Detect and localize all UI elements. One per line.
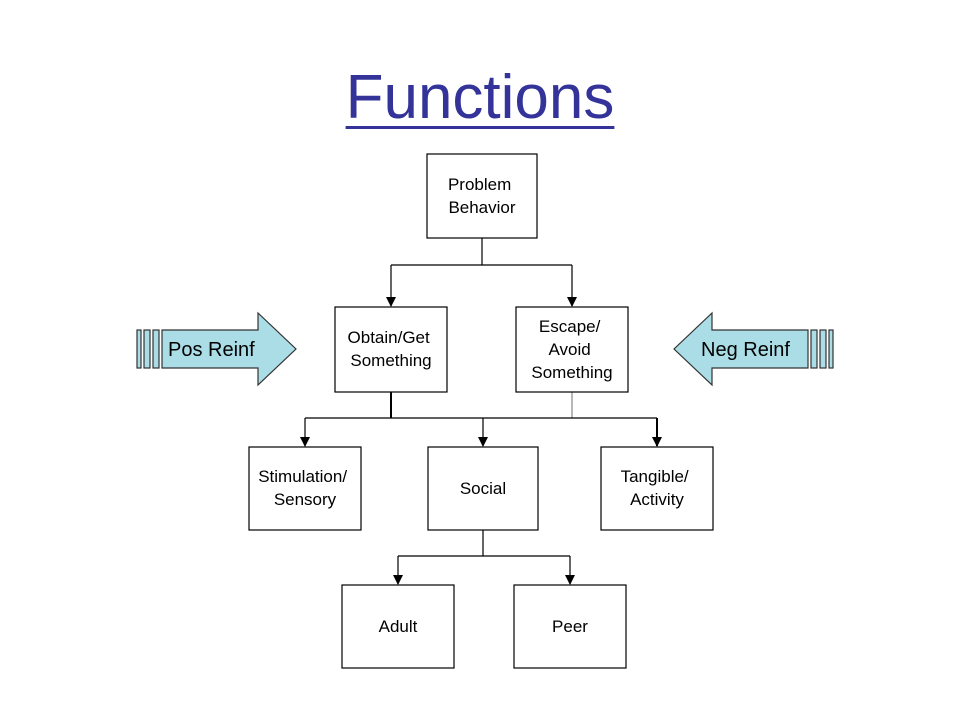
page-title: Functions: [345, 63, 615, 132]
svg-text:Obtain/Get Something: Obtain/Get Something: [348, 328, 435, 370]
pos-reinf-label: Pos Reinf: [168, 339, 255, 361]
problem-behavior-line-1: Problem: [448, 175, 511, 194]
tangible-line-2: Activity: [630, 490, 684, 509]
svg-text:Escape/ Avoid Some: Escape/ Avoid Something: [531, 317, 612, 382]
escape-line-2: Avoid: [549, 340, 591, 359]
box-peer: Peer: [513, 584, 627, 669]
neg-reinf-label: Neg Reinf: [701, 339, 790, 361]
adult-label: Adult: [379, 617, 418, 636]
problem-behavior-line-2: Behavior: [448, 198, 515, 217]
svg-text:Adult: Adult: [379, 617, 418, 636]
box-escape-avoid-something: Escape/ Avoid Something: [515, 306, 629, 393]
pos-reinf-stripe-2: [143, 329, 151, 369]
svg-text:Peer: Peer: [552, 617, 588, 636]
neg-reinf-stripe-2: [819, 329, 827, 369]
svg-text:Problem Behavior: Problem Behavior: [448, 175, 516, 217]
pos-reinf-arrow: Pos Reinf: [136, 311, 297, 387]
stimulation-line-2: Sensory: [274, 490, 337, 509]
pos-reinf-stripe-3: [152, 329, 160, 369]
svg-text:Stimulation/ Sensory: Stimulation/ Sensory: [258, 467, 352, 509]
box-obtain-something: Obtain/Get Something: [334, 306, 448, 393]
pos-reinf-arrow-shape: [161, 311, 297, 387]
social-label: Social: [460, 479, 506, 498]
neg-reinf-stripe-1: [810, 329, 818, 369]
svg-text:Tangible/ Activity: Tangible/ Activity: [621, 467, 694, 509]
connector-social-to-people: [393, 530, 575, 585]
connector-functions-to-sources: [300, 392, 662, 447]
peer-label: Peer: [552, 617, 588, 636]
box-problem-behavior: Problem Behavior: [426, 153, 538, 239]
box-stimulation-sensory: Stimulation/ Sensory: [248, 446, 362, 531]
obtain-line-1: Obtain/Get: [348, 328, 430, 347]
obtain-line-2: Something: [350, 351, 431, 370]
tangible-line-1: Tangible/: [621, 467, 689, 486]
escape-line-1: Escape/: [539, 317, 601, 336]
svg-text:Social: Social: [460, 479, 506, 498]
box-tangible-activity: Tangible/ Activity: [600, 446, 714, 531]
neg-reinf-arrow-shape: [673, 311, 809, 387]
connector-problem-to-functions: [386, 238, 577, 307]
stimulation-line-1: Stimulation/: [258, 467, 347, 486]
escape-line-3: Something: [531, 363, 612, 382]
neg-reinf-stripe-3: [828, 329, 834, 369]
neg-reinf-arrow: Neg Reinf: [673, 311, 834, 387]
box-social: Social: [427, 446, 539, 531]
box-adult: Adult: [341, 584, 455, 669]
pos-reinf-stripe-1: [136, 329, 142, 369]
